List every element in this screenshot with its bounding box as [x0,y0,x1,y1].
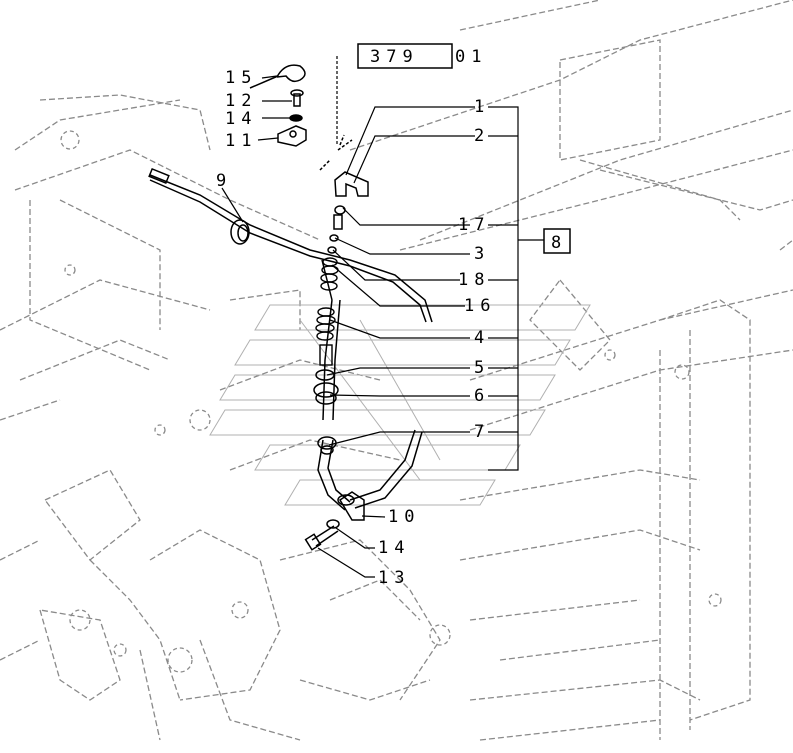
watermark-logo [209,304,591,506]
shift-cable-assembly [148,167,433,511]
bolt-13 [304,519,340,551]
chassis-holes [60,130,722,673]
callout-4: 4 [474,328,490,348]
bracket-10 [337,491,365,521]
reference-code: 379 [370,47,419,67]
group-box-8: 8 [543,228,571,254]
group-label: 8 [551,233,567,253]
clevis-parts [319,134,369,254]
callout-15: 15 [225,68,257,88]
callout-7: 7 [474,422,490,442]
small-parts [249,64,307,147]
callout-16: 16 [464,296,496,316]
reference-box: 379 01 [357,43,487,69]
cable-boot [315,257,339,366]
callout-2: 2 [474,126,490,146]
callout-5: 5 [474,358,490,378]
callout-12: 12 [225,91,257,111]
leader-lines [221,56,544,578]
callout-10: 10 [388,507,420,527]
callout-11: 11 [225,131,257,151]
callout-14-top: 14 [225,109,257,129]
callout-18: 18 [458,270,490,290]
callout-labels: 1 2 17 3 18 16 4 5 6 7 10 14 13 9 15 12 … [216,68,496,588]
callout-6: 6 [474,386,490,406]
callout-3: 3 [474,244,490,264]
callout-1: 1 [474,97,490,117]
clamp-9 [230,219,250,245]
callout-17: 17 [458,215,490,235]
callout-13: 13 [378,568,410,588]
callout-9: 9 [216,171,232,191]
callout-14-bottom: 14 [378,538,410,558]
reference-suffix: 01 [455,47,487,67]
